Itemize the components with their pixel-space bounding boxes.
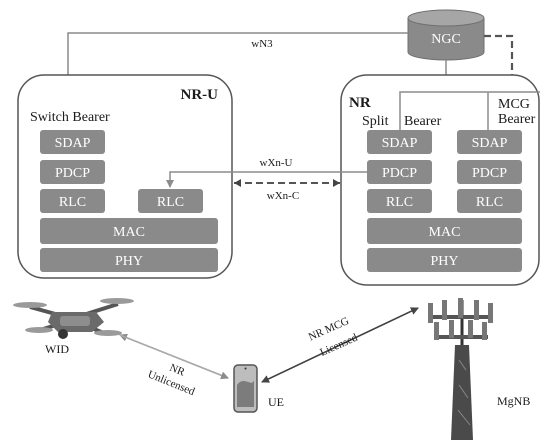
wxn-c-label: wXn-C <box>267 190 299 202</box>
ue-label: UE <box>268 395 284 409</box>
nr-mcg-licensed-link: NR MCG Licensed <box>261 307 419 383</box>
wid-label: WID <box>45 342 69 356</box>
nr-u-sdap-label: SDAP <box>55 136 91 151</box>
nr-u-pdcp-label: PDCP <box>55 166 90 181</box>
nr-mcg-pdcp-label: PDCP <box>472 166 507 181</box>
nr-split-sdap-label: SDAP <box>382 136 418 151</box>
nr-u-mac-label: MAC <box>113 225 145 240</box>
nr-mcg-rlc-label: RLC <box>476 195 503 210</box>
nr-split-rlc-label: RLC <box>386 195 413 210</box>
nr-u-rlc-label: RLC <box>59 195 86 210</box>
nr-phy-layer <box>367 248 522 272</box>
wn3-label: wN3 <box>251 38 273 50</box>
nr-unlicensed-label-1: NR <box>168 362 187 379</box>
mcg-label: MCG <box>498 97 530 112</box>
nr-title: NR <box>349 95 371 111</box>
nr-u-rlc-layer <box>40 189 105 213</box>
ue-phone-icon <box>233 364 258 413</box>
nr-mcg-sdap-label: SDAP <box>472 136 508 151</box>
mgnb-label: MgNB <box>497 394 530 408</box>
nr-u-title: NR-U <box>181 87 219 103</box>
nr-split-sdap-layer <box>367 130 432 154</box>
nr-split-pdcp-label: PDCP <box>382 166 417 181</box>
nr-mcg-rlc-layer <box>457 189 522 213</box>
nr-mac-layer <box>367 218 522 244</box>
nr-mcg-pdcp-layer <box>457 160 522 184</box>
nr-phy-label: PHY <box>430 254 458 269</box>
ngc-core-node: NGC <box>407 9 485 61</box>
nr-u-node: NR-U Switch Bearer SDAP PDCP RLC RLC MAC… <box>17 74 233 279</box>
nr-u-extra-rlc-label: RLC <box>157 195 184 210</box>
wxn-c-link: wXn-C <box>234 179 340 202</box>
ngc-label: NGC <box>431 32 461 47</box>
nr-u-phy-label: PHY <box>115 254 143 269</box>
nr-split-pdcp-layer <box>367 160 432 184</box>
nr-node: NR Split Bearer MCG Bearer SDAP PDCP RLC… <box>340 74 540 286</box>
nr-u-extra-rlc-layer <box>138 189 203 213</box>
nr-u-sdap-layer <box>40 130 105 154</box>
nr-mcg-sdap-layer <box>457 130 522 154</box>
nr-split-rlc-layer <box>367 189 432 213</box>
split-bearer-label: Bearer <box>404 114 442 129</box>
cell-tower-icon <box>428 298 493 440</box>
drone-icon <box>13 298 134 339</box>
split-label: Split <box>362 114 389 129</box>
wxn-u-link: wXn-U <box>166 157 367 188</box>
mcg-bearer-label: Bearer <box>498 112 536 127</box>
nr-u-phy-layer <box>40 248 218 272</box>
nr-u-mac-layer <box>40 218 218 244</box>
switch-bearer-label: Switch Bearer <box>30 110 110 125</box>
nr-mac-label: MAC <box>429 225 461 240</box>
nr-unlicensed-link: NR Unlicensed <box>119 333 229 398</box>
nr-u-pdcp-layer <box>40 160 105 184</box>
wxn-u-label: wXn-U <box>260 157 293 169</box>
